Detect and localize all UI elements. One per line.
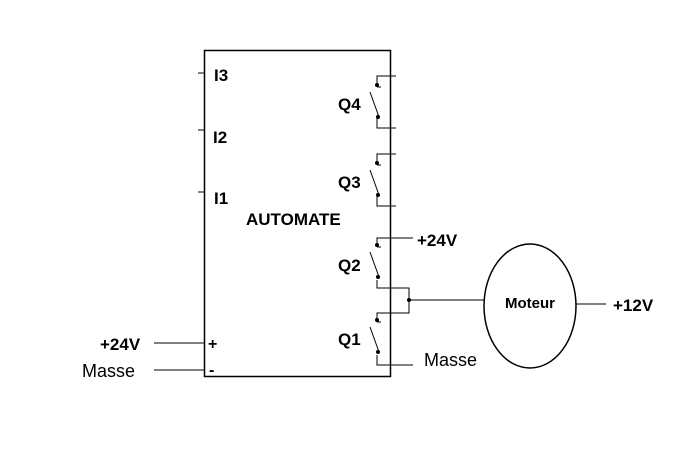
- left-plus-label: +24V: [100, 335, 141, 354]
- plc-box: [203, 49, 392, 378]
- motor: [483, 243, 577, 369]
- output-contact-q1: [369, 312, 413, 366]
- output-label-q3: Q3: [338, 173, 361, 192]
- motor-label: Moteur: [505, 295, 555, 312]
- input-label-i2: I2: [213, 128, 227, 147]
- output-label-q1: Q1: [338, 330, 361, 349]
- output-label-q2: Q2: [338, 256, 361, 275]
- output-label-q4: Q4: [338, 95, 361, 114]
- plc-title: AUTOMATE: [246, 210, 341, 229]
- q1-ground-label: Masse: [424, 350, 477, 370]
- left-ground-label: Masse: [82, 361, 135, 381]
- input-label-i3: I3: [214, 66, 228, 85]
- q2-supply-label: +24V: [417, 231, 458, 250]
- motor-supply-label: +12V: [613, 296, 654, 315]
- plc-minus-terminal: -: [209, 362, 214, 379]
- input-label-i1: I1: [214, 189, 228, 208]
- q1-q2-junction: [396, 287, 484, 314]
- plc-plus-terminal: +: [208, 336, 217, 353]
- output-contact-q3: [369, 153, 396, 207]
- output-contact-q4: [369, 75, 396, 129]
- output-contact-q2: [369, 237, 413, 289]
